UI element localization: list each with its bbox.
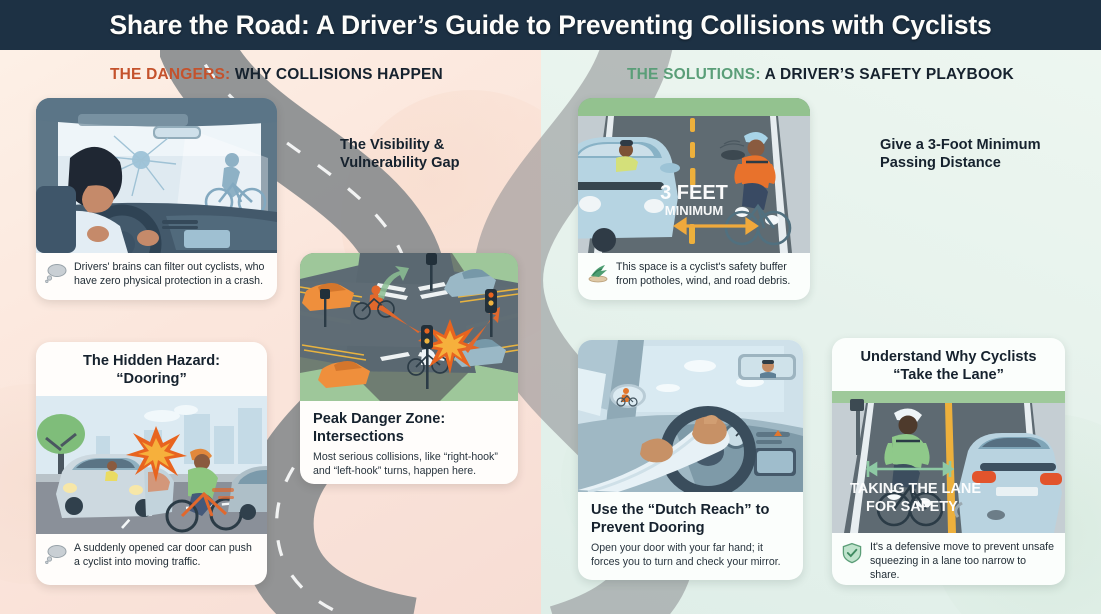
- caption-text: It's a defensive move to prevent unsafe …: [870, 541, 1054, 581]
- caption-visibility-gap: Drivers' brains can filter out cyclists,…: [36, 253, 277, 298]
- title-line-1: Peak Danger Zone:: [313, 411, 446, 427]
- card-title-dooring: The Hidden Hazard: “Dooring”: [48, 353, 255, 388]
- illustration-driver-pov: [36, 98, 277, 253]
- solutions-kicker: THE SOLUTIONS:: [627, 66, 761, 83]
- caption-dooring: A suddenly opened car door can push a cy…: [36, 534, 267, 579]
- illustration-three-foot-gap: 3 FEET MINIMUM: [578, 98, 810, 253]
- caption-text: A suddenly opened car door can push a cy…: [74, 542, 252, 568]
- card-dutch-reach: Use the “Dutch Reach” to Prevent Dooring…: [578, 340, 803, 580]
- heading-line-1: The Visibility &: [340, 137, 445, 153]
- text-dutch-reach: Use the “Dutch Reach” to Prevent Dooring…: [578, 492, 803, 580]
- card-visibility-gap: Drivers' brains can filter out cyclists,…: [36, 98, 277, 300]
- heading-visibility-gap: The Visibility & Vulnerability Gap: [340, 136, 520, 173]
- svg-text:TAKING THE LANE: TAKING THE LANE: [850, 481, 981, 497]
- illustration-take-the-lane: TAKING THE LANE FOR SAFETY: [832, 391, 1065, 533]
- page-title: Share the Road: A Driver’s Guide to Prev…: [109, 9, 992, 40]
- dangers-kicker: THE DANGERS:: [110, 66, 231, 83]
- card-title-intersections: Peak Danger Zone: Intersections: [313, 411, 505, 446]
- solutions-header-rest: A DRIVER’S SAFETY PLAYBOOK: [764, 66, 1014, 83]
- thought-bubble-icon: [45, 543, 67, 565]
- title-line-1: Understand Why Cyclists: [860, 349, 1037, 365]
- title-line-1: The Hidden Hazard:: [82, 353, 221, 369]
- svg-text:3 FEET: 3 FEET: [660, 182, 728, 204]
- road-debris-icon: [587, 262, 609, 284]
- card-body-dutch-reach: Open your door with your far hand; it fo…: [591, 542, 781, 568]
- title-line-2: “Dooring”: [116, 370, 187, 387]
- heading-three-foot-passing: Give a 3-Foot Minimum Passing Distance: [880, 136, 1070, 173]
- dangers-header-rest: WHY COLLISIONS HAPPEN: [234, 66, 443, 83]
- illustration-dutch-reach: [578, 340, 803, 492]
- dangers-column-header: THE DANGERS: WHY COLLISIONS HAPPEN: [110, 66, 443, 84]
- text-take-the-lane: Understand Why Cyclists “Take the Lane”: [832, 338, 1065, 391]
- illustration-dooring: [36, 396, 267, 534]
- text-dooring: The Hidden Hazard: “Dooring”: [36, 342, 267, 396]
- card-body-intersections: Most serious collisions, like “right-hoo…: [313, 451, 498, 477]
- illustration-intersection: [300, 253, 518, 401]
- shield-check-icon: [841, 542, 863, 564]
- caption-three-foot: This space is a cyclist's safety buffer …: [578, 253, 810, 298]
- card-intersections: Peak Danger Zone: Intersections Most ser…: [300, 253, 518, 484]
- caption-take-the-lane: It's a defensive move to prevent unsafe …: [832, 533, 1065, 585]
- title-line-2: Prevent Dooring: [591, 519, 705, 536]
- card-title-take-the-lane: Understand Why Cyclists “Take the Lane”: [842, 349, 1055, 384]
- heading-line-2: Passing Distance: [880, 155, 1001, 172]
- heading-line-2: Vulnerability Gap: [340, 155, 460, 172]
- svg-text:FOR SAFETY: FOR SAFETY: [866, 499, 958, 515]
- svg-text:MINIMUM: MINIMUM: [665, 203, 724, 218]
- caption-text: Drivers' brains can filter out cyclists,…: [74, 261, 265, 287]
- card-title-dutch-reach: Use the “Dutch Reach” to Prevent Dooring: [591, 502, 790, 537]
- text-intersections: Peak Danger Zone: Intersections Most ser…: [300, 401, 518, 484]
- card-three-foot-passing: 3 FEET MINIMUM This space is a cyclist's…: [578, 98, 810, 300]
- solutions-column-header: THE SOLUTIONS: A DRIVER’S SAFETY PLAYBOO…: [627, 66, 1014, 84]
- card-dooring: The Hidden Hazard: “Dooring”: [36, 342, 267, 585]
- poster-title-bar: Share the Road: A Driver’s Guide to Prev…: [0, 0, 1101, 50]
- title-line-2: Intersections: [313, 428, 404, 445]
- heading-line-1: Give a 3-Foot Minimum: [880, 137, 1041, 153]
- title-line-1: Use the “Dutch Reach” to: [591, 502, 770, 518]
- thought-bubble-icon: [45, 262, 67, 284]
- card-take-the-lane: Understand Why Cyclists “Take the Lane”: [832, 338, 1065, 585]
- title-line-2: “Take the Lane”: [893, 366, 1004, 383]
- caption-text: This space is a cyclist's safety buffer …: [616, 261, 791, 287]
